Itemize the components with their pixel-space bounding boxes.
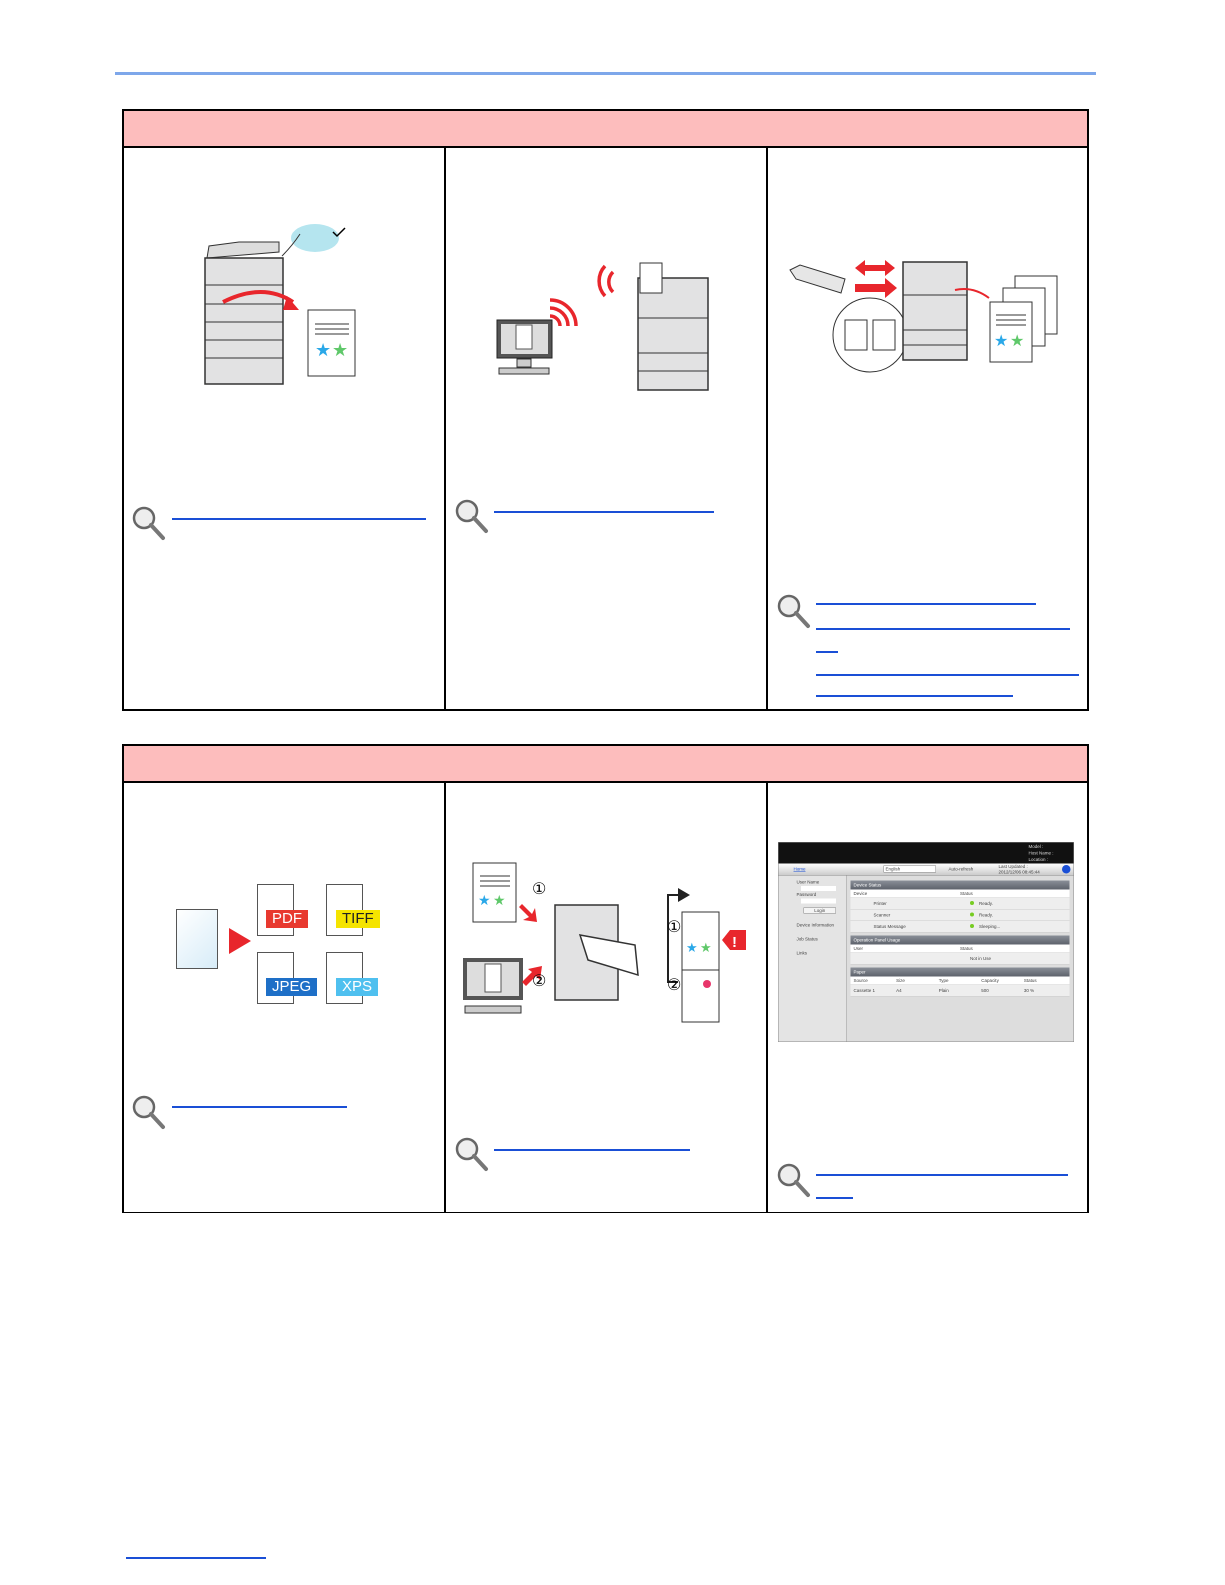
footer-link[interactable] xyxy=(126,1557,266,1559)
reference-link[interactable] xyxy=(494,511,714,513)
feature-table-1 xyxy=(122,109,1089,711)
svg-text:②: ② xyxy=(667,977,681,994)
reference-link[interactable] xyxy=(816,695,1013,697)
reference-magnifier-icon xyxy=(454,1136,490,1172)
svg-text:★: ★ xyxy=(686,940,698,955)
wireless-print-illustration xyxy=(496,262,709,391)
reference-magnifier-icon xyxy=(131,1094,167,1130)
usb-print-illustration: ★★ xyxy=(789,260,1058,373)
reference-link[interactable] xyxy=(816,651,838,653)
format-jpeg: JPEG xyxy=(266,978,318,996)
reference-magnifier-icon xyxy=(776,593,812,629)
marker-two: ② xyxy=(532,973,546,990)
svg-text:★: ★ xyxy=(315,340,331,360)
reference-magnifier-icon xyxy=(454,498,490,534)
reference-link[interactable] xyxy=(816,674,1079,676)
svg-text:★: ★ xyxy=(1010,333,1024,350)
feature-table-2 xyxy=(122,744,1089,1213)
reference-link[interactable] xyxy=(816,603,1036,605)
table-header xyxy=(124,111,1087,148)
marker-one: ① xyxy=(532,881,546,898)
reference-link[interactable] xyxy=(172,518,426,520)
embedded-web-ui-screenshot: Model :Host Name :Location : Home Englis… xyxy=(778,842,1074,1042)
reference-magnifier-icon xyxy=(776,1162,812,1198)
svg-text:①: ① xyxy=(667,919,681,936)
reference-link[interactable] xyxy=(494,1149,690,1151)
reference-link[interactable] xyxy=(172,1106,347,1108)
format-pdf: PDF xyxy=(266,910,308,928)
copy-illustration: ★★ xyxy=(204,224,356,385)
job-box-illustration: ★★ ① ② ★★ ! ①② xyxy=(463,862,746,1023)
format-tiff: TIFF xyxy=(336,910,380,928)
arrow-right-icon xyxy=(229,928,251,954)
table-header xyxy=(124,746,1087,783)
svg-text:!: ! xyxy=(732,934,737,951)
svg-text:★: ★ xyxy=(994,333,1008,350)
svg-text:★: ★ xyxy=(700,940,712,955)
reference-link[interactable] xyxy=(816,1174,1068,1176)
svg-text:★: ★ xyxy=(478,892,491,908)
svg-text:★: ★ xyxy=(332,340,348,360)
reference-magnifier-icon xyxy=(131,505,167,541)
reference-link[interactable] xyxy=(816,628,1070,630)
svg-text:★: ★ xyxy=(493,892,506,908)
top-rule xyxy=(115,72,1096,75)
reference-link[interactable] xyxy=(816,1197,853,1199)
format-xps: XPS xyxy=(336,978,379,996)
source-document xyxy=(176,909,218,969)
